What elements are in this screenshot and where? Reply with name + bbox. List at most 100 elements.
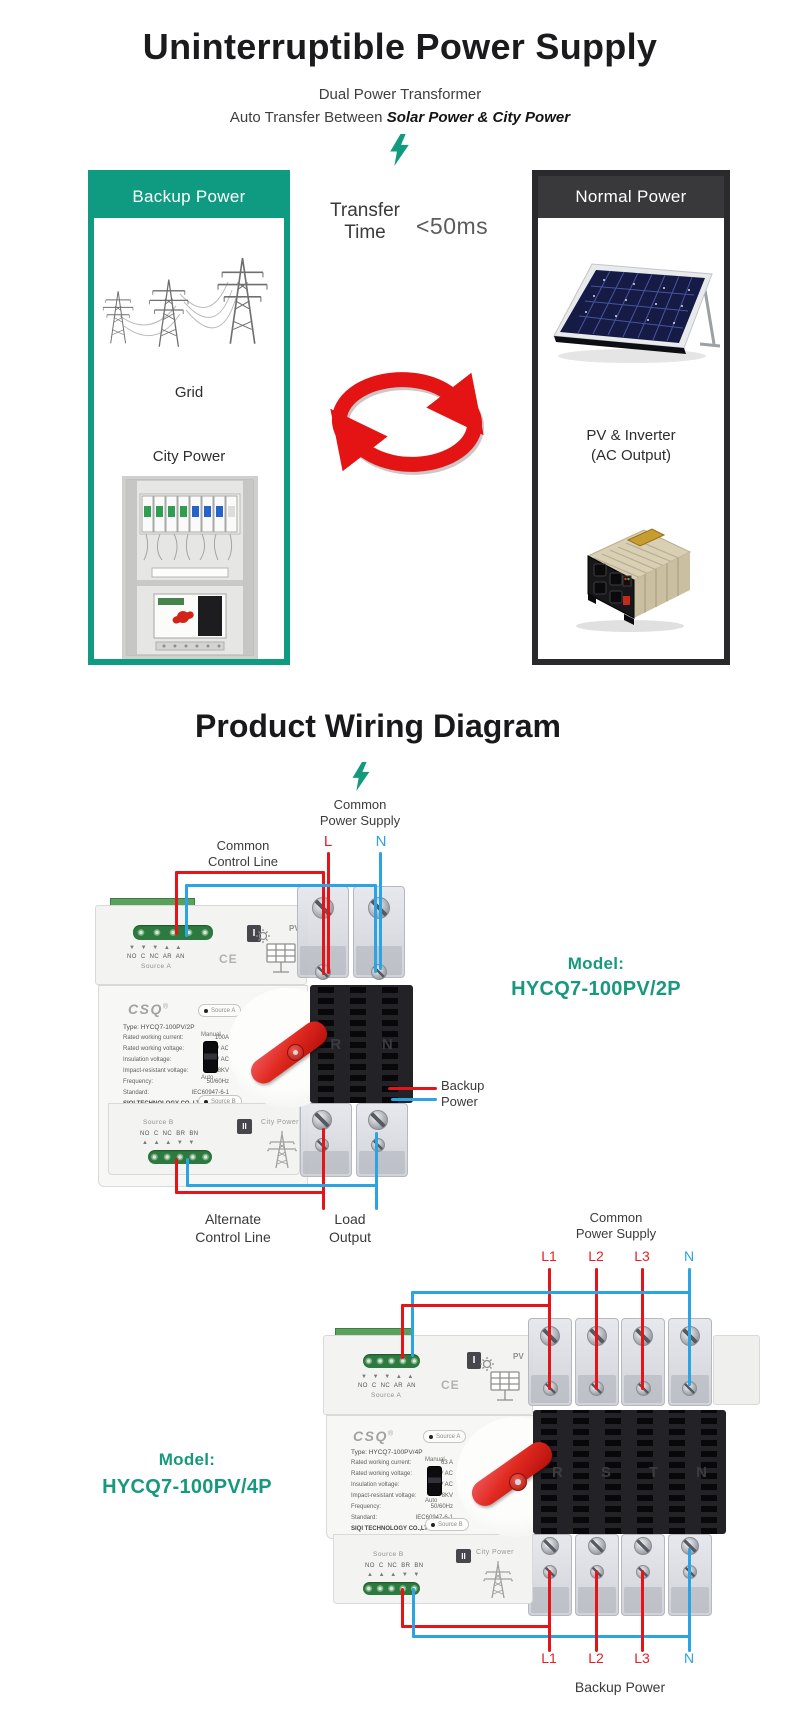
pv-label: PV [289,924,300,933]
wire-l-input [327,852,330,974]
spec-row: Frequency:50/60Hz [351,1504,453,1510]
control-terminal-strip-a [363,1354,420,1368]
terminal-labels-a: NO C NC AR AN [358,1383,416,1389]
pv-label: PV [513,1352,524,1361]
pole-2-badge: II [456,1549,471,1563]
brand-logo: CSQ® [128,1001,170,1017]
terminal-screw [312,1110,332,1130]
wire-control-blue-4p [411,1291,414,1357]
wire-control-red-4p [401,1304,404,1359]
terminal-labels-b: NO C NC BR BN [365,1563,424,1569]
handle-hub [287,1044,304,1061]
wire-common-control-red [175,871,178,935]
ats-device-4p: ▼ ▼ ▼ ▲ ▲ NO C NC AR AN Source A CE I PV [323,1318,760,1620]
wire-backup-n [688,1548,691,1652]
line-l-label: L [323,833,333,850]
terminal-screw [371,1138,385,1152]
wire-l1-input [548,1268,551,1390]
wire-l3-input [641,1268,644,1390]
city-power-label: City Power [152,448,226,465]
ats-device-2p: ▼ ▼ ▼ ▲ ▲ NO C NC AR AN Source A CE I PV… [95,886,413,1190]
spec-row: Impact-resistant voltage:8KV [123,1068,229,1074]
normal-power-panel: Normal Power PV & Inverter (AC Output) [532,170,730,665]
backup-power-label-2p-line1: Backup [441,1078,485,1093]
control-terminal-strip-a [133,925,213,940]
backup-power-header: Backup Power [94,176,284,218]
backup-l2-label: L2 [588,1650,604,1666]
manual-label: Manual [201,1032,221,1038]
solar-panel-image [553,263,720,363]
subtitle-prefix: Auto Transfer Between [229,109,383,126]
transfer-time-value: <50ms [416,213,489,239]
backup-power-panel: Backup Power Grid City Power [88,170,290,665]
manual-auto-slider [203,1041,218,1073]
transfer-time-label-line2: Time [344,222,386,243]
wire-alt-control-red [175,1191,325,1194]
model-value-4p: HYCQ7-100PV/4P [102,1476,272,1498]
wire-common-control-blue [185,884,188,937]
wire-common-control-blue [185,884,377,887]
wire-alt-control-blue [186,1158,189,1187]
backup-power-label-4p: Backup Power [574,1679,666,1695]
manual-auto-slider [427,1466,442,1496]
terminal-screw [588,1537,606,1555]
city-power-tower-icon [483,1561,513,1599]
pole-2-badge: II [237,1119,252,1134]
terminal-arrows-b: ▲ ▲ ▲ ▼ ▼ [142,1140,197,1146]
source-b-indicator: Source B [425,1518,469,1531]
device-edge [713,1335,760,1405]
ce-mark: CE [441,1378,460,1392]
wire-common-control-red [322,871,325,975]
breaker-block: R N [310,985,413,1103]
pole-letter: N [696,1463,707,1481]
type-line: Type: HYCQ7-100PV/2P [123,1024,195,1031]
control-terminal-strip-b [148,1150,212,1164]
subtitle-emphasis: Solar Power & City Power [386,109,571,126]
model-value-2p: HYCQ7-100PV/2P [511,978,681,1000]
pv-inverter-label-line1: PV & Inverter [586,427,676,444]
pole-letter: R [552,1463,563,1481]
wire-control-blue-4p [411,1291,691,1294]
city-power-tower-icon [267,1131,297,1169]
pole-letter: T [648,1463,659,1481]
source-b-label: Source B [143,1119,174,1126]
source-a-indicator: Source A [198,1004,242,1017]
wire-backup-l1 [548,1570,551,1652]
backup-l3-label: L3 [634,1650,650,1666]
model-label-4p: Model: [158,1450,216,1469]
terminal-labels-b: NO C NC BR BN [140,1131,199,1137]
source-b-label: Source B [373,1551,404,1558]
pv-solar-icon [256,929,296,973]
wire-control-red-4p [401,1304,551,1307]
spec-row: Frequency:50/60Hz [123,1079,229,1085]
terminal-arrows-a: ▼ ▼ ▼ ▲ ▲ [129,945,184,951]
wire-load-blue [375,1132,378,1210]
spec-row: Rated working current:100A [123,1035,229,1041]
pole-1-badge: I [467,1352,481,1369]
wire-alt-control-red [175,1158,178,1194]
subtitle-line1: Dual Power Transformer [318,86,482,103]
page-title: Uninterruptible Power Supply [142,26,658,67]
spec-row: Standard:IEC60947-6-1 [123,1090,229,1096]
auto-label: Auto [201,1075,214,1081]
subtitle-line2: Auto Transfer Between Solar Power & City… [0,109,800,126]
transfer-time-label-line1: Transfer [329,200,401,221]
control-terminal-strip-b [363,1582,420,1595]
auto-label: Auto [425,1498,438,1504]
terminal-screw [368,1110,388,1130]
wire-n-input [379,852,382,970]
wire-common-control-red [175,871,325,874]
wire-backup-l3 [641,1570,644,1652]
backup-power-label-2p-line2: Power [441,1094,478,1109]
lightning-bolt-icon [352,762,370,791]
lightning-bolt-icon [390,134,409,166]
manual-label: Manual [425,1457,445,1463]
handle-hub [509,1473,527,1491]
pv-solar-icon [480,1357,520,1401]
wire-common-control-blue [374,884,377,973]
spec-row: Rated working current:63 A [351,1460,453,1466]
